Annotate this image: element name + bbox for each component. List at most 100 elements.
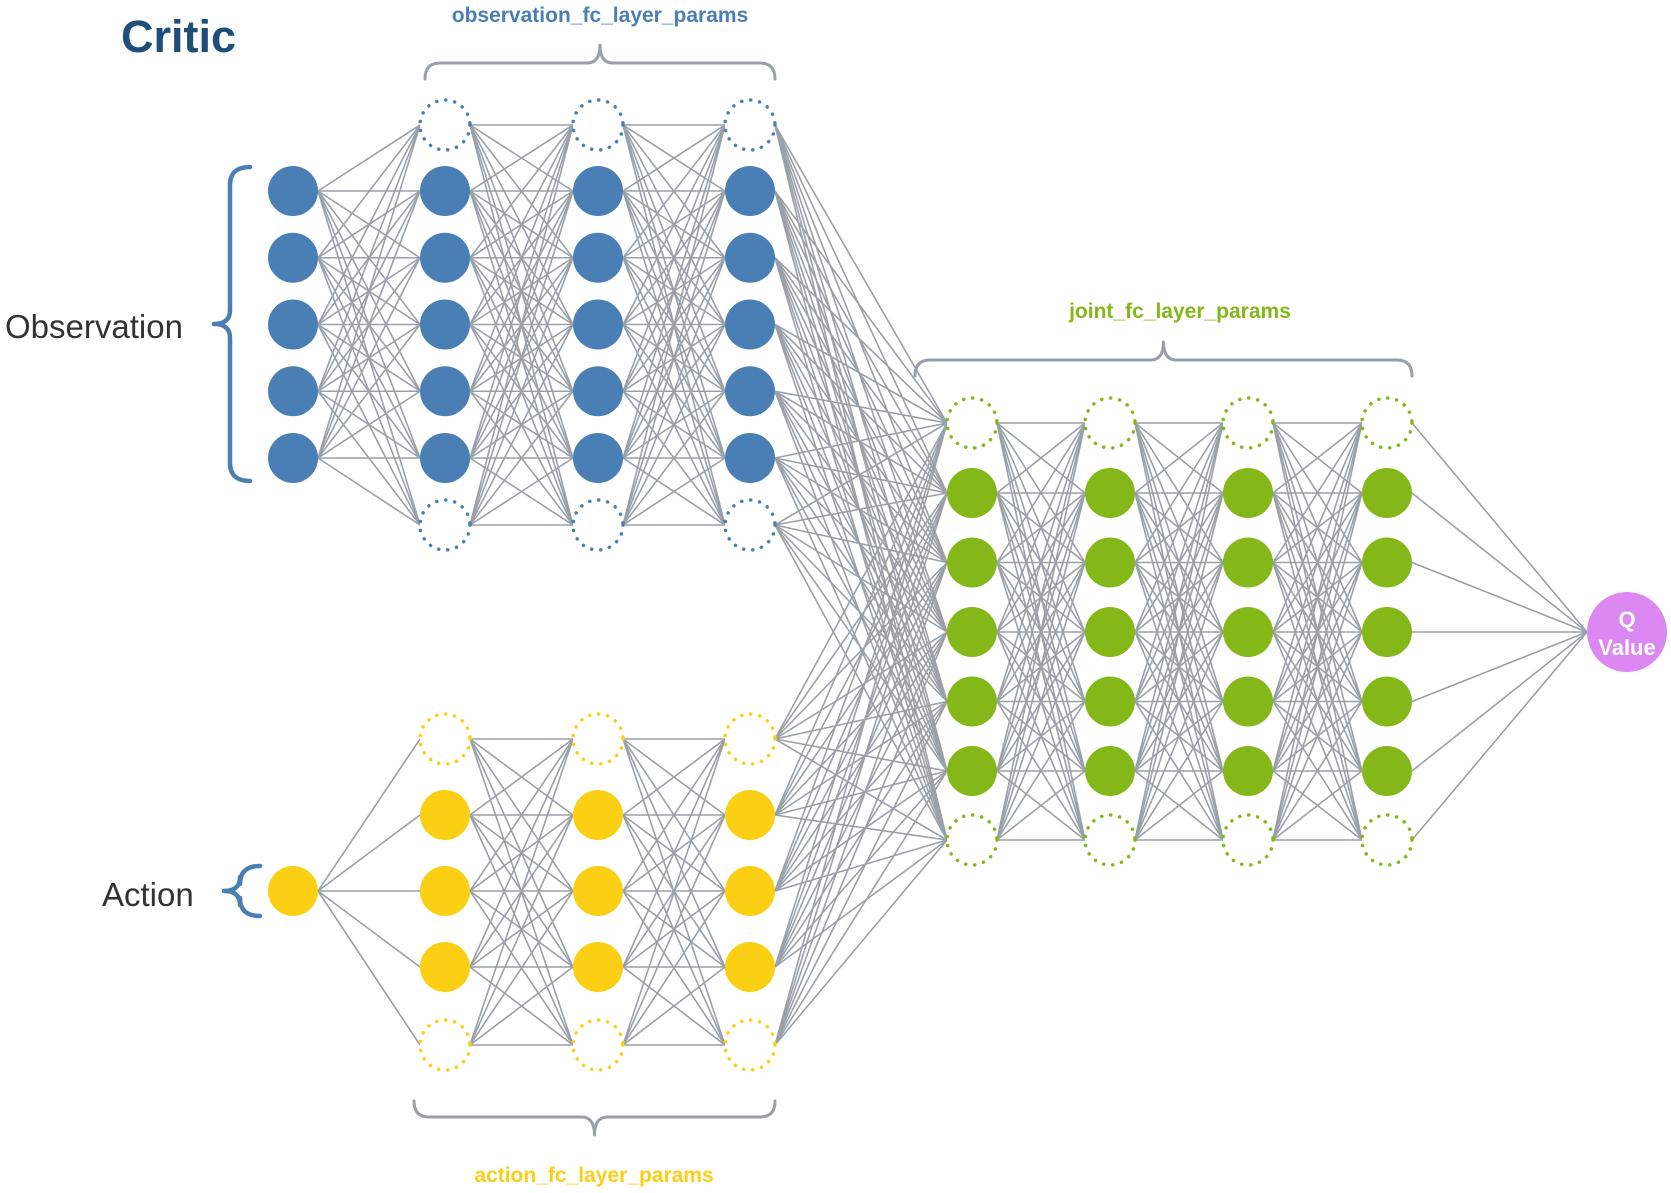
merge-edge xyxy=(774,390,948,633)
obs-input-neuron xyxy=(268,299,318,350)
merge-edge xyxy=(774,562,948,968)
merge-edge xyxy=(774,324,948,563)
merge-edge xyxy=(774,631,948,816)
merge-edge xyxy=(774,422,948,1046)
merge-edge xyxy=(774,524,948,564)
joint-hidden-3-neuron xyxy=(1223,468,1273,518)
action-label: Action xyxy=(102,876,194,913)
obs-edge xyxy=(622,257,726,526)
merge-edge xyxy=(774,839,948,968)
obs-edge xyxy=(622,124,726,459)
joint-hidden-2-neuron xyxy=(1085,468,1135,518)
merge-edge xyxy=(774,422,948,816)
act-hidden-2-dropout-neuron xyxy=(571,712,625,766)
merge-edge xyxy=(774,631,948,892)
merge-edge xyxy=(774,562,948,892)
joint-edge xyxy=(1272,422,1363,633)
obs-edge xyxy=(317,457,421,526)
obs-edge xyxy=(317,124,421,459)
merge-edge xyxy=(774,738,948,841)
joint-hidden-2-neuron xyxy=(1085,607,1135,657)
joint-hidden-1-neuron xyxy=(947,607,997,657)
act-hidden-1-neuron xyxy=(420,942,470,992)
merge-edge xyxy=(774,492,948,968)
joint-hidden-2-neuron xyxy=(1085,746,1135,796)
act-edge xyxy=(469,738,574,1046)
act-hidden-3-dropout-neuron xyxy=(723,1018,777,1072)
merge-edge xyxy=(774,190,948,424)
act-hidden-2-neuron xyxy=(573,942,623,992)
act-edge xyxy=(622,966,726,1046)
obs-edge xyxy=(469,324,574,526)
obs-edge xyxy=(469,190,574,526)
merge-edge xyxy=(774,700,948,892)
joint-hidden-4-dropout-neuron xyxy=(1360,396,1414,450)
merge-edge xyxy=(774,492,948,740)
joint-edge xyxy=(1272,701,1363,841)
joint-hidden-3-neuron xyxy=(1223,607,1273,657)
merge-edge xyxy=(774,390,948,424)
merge-edge xyxy=(774,562,948,816)
joint-edge xyxy=(996,422,1086,702)
merge-edge xyxy=(774,257,948,494)
joint-hidden-1-neuron xyxy=(947,468,997,518)
act-edge xyxy=(469,890,574,1046)
act-edge xyxy=(317,890,421,968)
obs-edge xyxy=(317,124,421,325)
merge-edge xyxy=(774,124,948,494)
observation-brace xyxy=(211,164,253,484)
merge-edge xyxy=(774,492,948,526)
action-brace xyxy=(221,863,263,919)
merge-edge xyxy=(774,422,948,526)
act-hidden-1-dropout-neuron xyxy=(418,1018,472,1072)
obs-edge xyxy=(469,124,574,325)
q-value-node xyxy=(1587,592,1667,672)
act-hidden-2-neuron xyxy=(573,866,623,916)
obs-edge xyxy=(469,390,574,526)
joint-edge xyxy=(1134,422,1224,563)
obs-edge xyxy=(317,124,421,392)
obs-hidden-1-neuron xyxy=(420,299,470,350)
joint-edge xyxy=(1134,492,1224,841)
merge-edge xyxy=(774,124,948,424)
merge-edge xyxy=(774,457,948,494)
obs-edge xyxy=(622,390,726,526)
obs-hidden-2-neuron xyxy=(573,433,623,483)
joint-params-bracket xyxy=(913,340,1414,378)
obs-hidden-2-dropout-neuron xyxy=(571,498,625,552)
act-edge xyxy=(622,890,726,1046)
joint-hidden-2-neuron xyxy=(1085,676,1135,727)
merge-edge xyxy=(774,839,948,892)
act-edge xyxy=(317,814,421,892)
joint-edge xyxy=(996,422,1086,841)
act-hidden-1-neuron xyxy=(420,866,470,916)
merge-edge xyxy=(774,492,948,892)
merge-edge xyxy=(774,257,948,424)
joint-edge xyxy=(1134,422,1224,841)
merge-edge xyxy=(774,257,948,633)
joint-edge xyxy=(996,631,1086,841)
joint-hidden-3-neuron xyxy=(1223,537,1273,588)
joint-edge xyxy=(996,422,1086,772)
obs-edge xyxy=(469,124,574,459)
obs-hidden-3-dropout-neuron xyxy=(723,98,777,152)
merge-edge xyxy=(774,700,948,740)
obs-edge xyxy=(622,124,726,259)
act-hidden-2-dropout-neuron xyxy=(571,1018,625,1072)
joint-edge xyxy=(1272,770,1363,841)
joint-hidden-4-neuron xyxy=(1362,468,1412,518)
obs-edge xyxy=(317,124,421,259)
joint-edge xyxy=(1272,492,1363,841)
joint-hidden-1-dropout-neuron xyxy=(945,396,999,450)
output-edge xyxy=(1411,561,1588,633)
obs-hidden-3-dropout-neuron xyxy=(723,498,777,552)
joint-edge xyxy=(1272,631,1363,841)
merge-edge xyxy=(774,524,948,633)
joint-edge xyxy=(1134,770,1224,841)
act-hidden-3-neuron xyxy=(725,942,775,992)
merge-edge xyxy=(774,738,948,772)
observation-params-label: observation_fc_layer_params xyxy=(452,4,749,27)
obs-hidden-1-neuron xyxy=(420,433,470,483)
merge-edge xyxy=(774,324,948,633)
joint-edge xyxy=(1134,562,1224,841)
